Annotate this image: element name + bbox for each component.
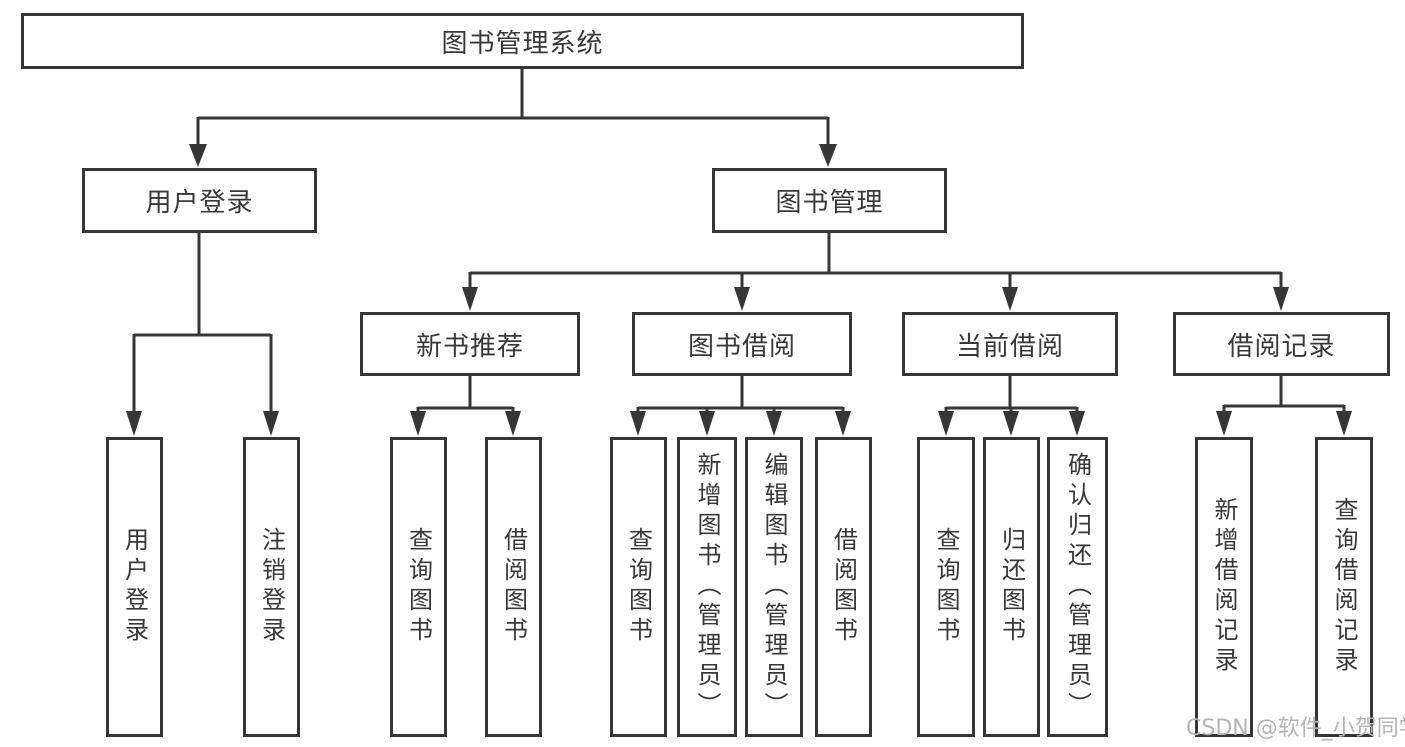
leaf-borrow-edit-books-admin: 编辑图书（管理员） xyxy=(745,437,803,737)
leaf-label: 新增图书（管理员） xyxy=(693,452,721,722)
arrowhead xyxy=(938,411,954,436)
node-book-management: 图书管理 xyxy=(712,168,947,233)
leaf-newbook-borrow-books: 借阅图书 xyxy=(485,437,542,737)
leaf-label: 新增借阅记录 xyxy=(1210,497,1238,677)
node-label: 当前借阅 xyxy=(955,331,1064,362)
connector-current-borrowing xyxy=(938,376,1085,436)
node-user-login: 用户登录 xyxy=(82,168,317,233)
arrowhead xyxy=(462,287,478,311)
node-borrowing-records: 借阅记录 xyxy=(1173,312,1390,376)
leaf-borrow-query-books: 查询图书 xyxy=(610,437,667,737)
connector-new-book-recommend xyxy=(410,376,521,436)
arrowhead xyxy=(1003,411,1019,436)
leaf-label: 查询图书 xyxy=(932,527,960,647)
connector-root xyxy=(189,69,837,167)
node-label: 用户登录 xyxy=(145,188,254,218)
leaf-label: 借阅图书 xyxy=(829,527,858,647)
leaf-label: 确认归还（管理员） xyxy=(1063,452,1092,722)
node-label: 新书推荐 xyxy=(415,331,524,362)
leaf-label: 编辑图书（管理员） xyxy=(760,452,788,722)
leaf-label: 用户登录 xyxy=(120,527,149,647)
leaf-label: 查询图书 xyxy=(624,527,653,647)
leaf-records-add-record: 新增借阅记录 xyxy=(1195,437,1253,737)
leaf-label: 查询图书 xyxy=(404,527,433,647)
leaf-borrow-borrow-books: 借阅图书 xyxy=(815,437,872,737)
node-new-book-recommend: 新书推荐 xyxy=(360,312,580,376)
node-library-system: 图书管理系统 xyxy=(21,13,1024,69)
leaf-current-return-books: 归还图书 xyxy=(983,437,1040,737)
leaf-user-login: 用户登录 xyxy=(106,437,163,737)
connector-user-login xyxy=(126,233,279,436)
arrowhead xyxy=(630,411,646,436)
arrowhead xyxy=(126,411,142,436)
connector-book-borrowing xyxy=(630,376,851,436)
leaf-label: 查询借阅记录 xyxy=(1330,497,1358,677)
arrowhead xyxy=(835,411,851,436)
leaf-label: 注销登录 xyxy=(257,527,286,647)
arrowhead xyxy=(766,411,782,436)
connector-book-management xyxy=(462,233,1289,311)
leaf-current-query-books: 查询图书 xyxy=(917,437,975,737)
connector-borrowing-records xyxy=(1216,376,1352,436)
leaf-label: 借阅图书 xyxy=(499,527,528,647)
node-label: 借阅记录 xyxy=(1227,331,1336,362)
arrowhead xyxy=(189,144,207,167)
leaf-logout: 注销登录 xyxy=(243,437,300,737)
leaf-borrow-add-books-admin: 新增图书（管理员） xyxy=(677,437,737,737)
arrowhead xyxy=(699,411,715,436)
arrowhead xyxy=(410,411,426,436)
arrowhead xyxy=(1002,287,1018,311)
node-label: 图书管理 xyxy=(775,188,884,218)
arrowhead xyxy=(1216,411,1232,436)
arrowhead xyxy=(734,287,750,311)
arrowhead xyxy=(1069,411,1085,436)
node-book-borrowing: 图书借阅 xyxy=(632,312,852,376)
arrowhead xyxy=(819,144,837,167)
arrowhead xyxy=(1336,411,1352,436)
node-label: 图书借阅 xyxy=(687,331,796,362)
arrowhead xyxy=(263,411,279,436)
arrowhead xyxy=(1273,287,1289,311)
watermark: CSDN @软件_小贺同学 xyxy=(1186,716,1405,741)
leaf-label: 归还图书 xyxy=(997,527,1026,647)
arrowhead xyxy=(505,411,521,436)
node-current-borrowing: 当前借阅 xyxy=(902,312,1118,376)
leaf-newbook-query-books: 查询图书 xyxy=(390,437,447,737)
node-label: 图书管理系统 xyxy=(441,28,604,59)
leaf-current-confirm-return-admin: 确认归还（管理员） xyxy=(1047,437,1108,737)
leaf-records-query-record: 查询借阅记录 xyxy=(1315,437,1373,737)
